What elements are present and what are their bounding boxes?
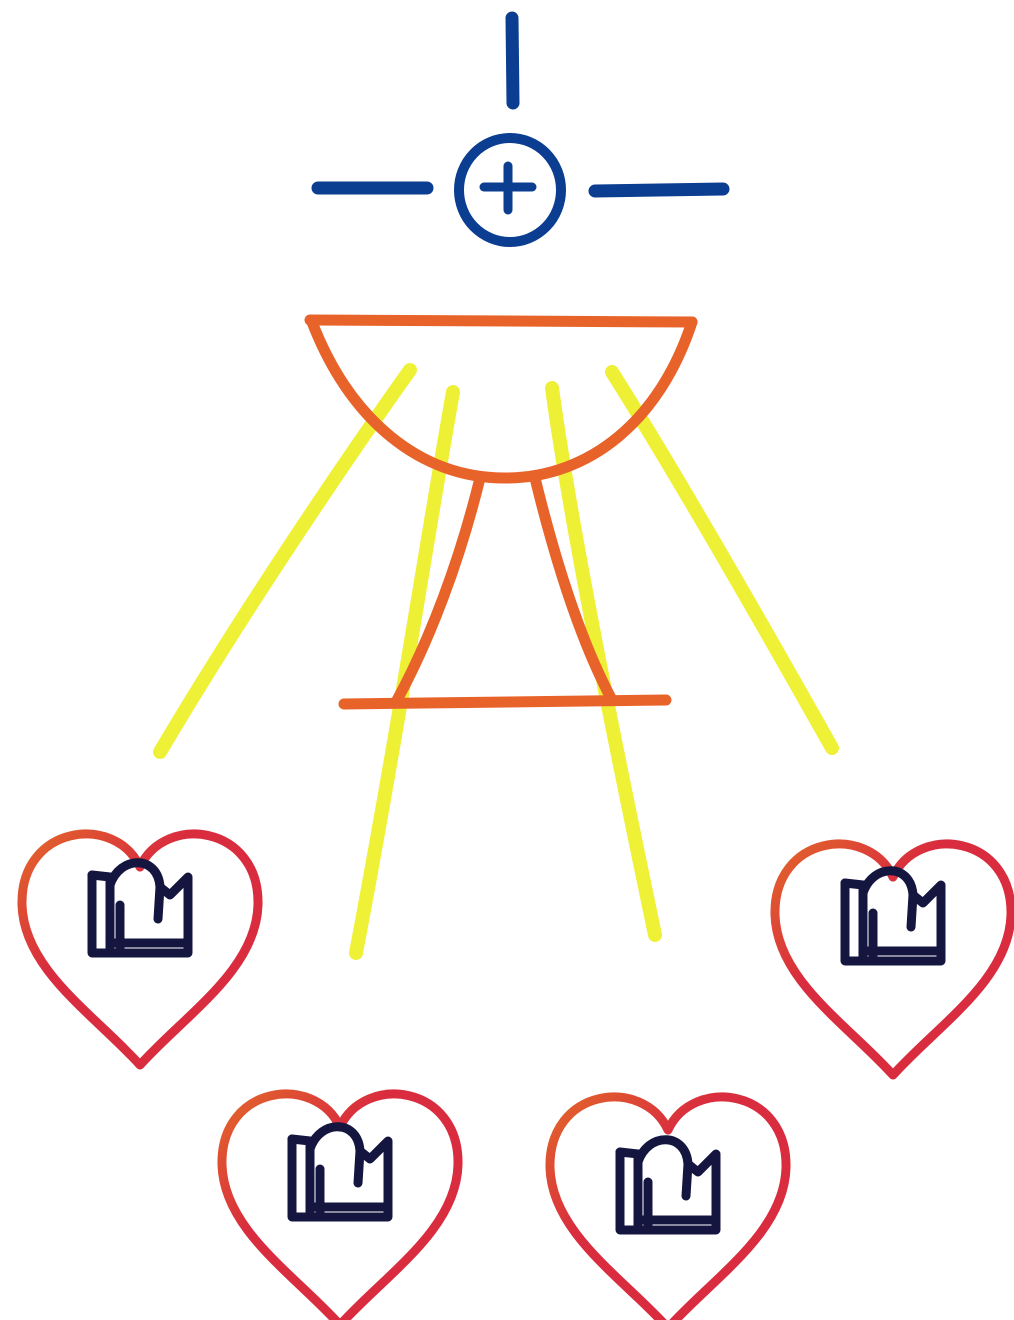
cross-icon [318,18,723,242]
chalice-icon [310,320,692,704]
heart-top-left [22,834,258,1065]
crown-icon [620,1140,716,1230]
ray-far-right [612,372,832,748]
cross-top-bar [512,18,513,103]
chalice-base [344,700,666,704]
crown-icon [92,863,188,953]
light-rays [160,370,832,953]
crown-icon [845,871,941,961]
cross-right-bar [595,189,723,191]
chalice-rim [310,320,692,322]
heart-bottom-right [550,1097,786,1320]
heart-bottom-left [222,1094,458,1320]
crown-icon [292,1127,388,1217]
heart-top-right [775,844,1011,1075]
ray-inner-left [356,392,453,953]
